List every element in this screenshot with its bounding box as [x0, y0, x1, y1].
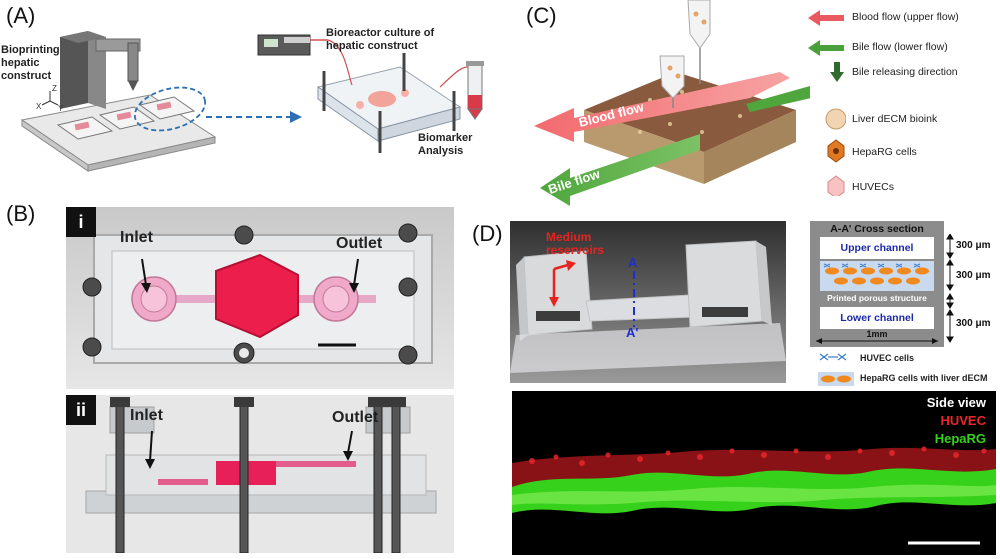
inlet-label-i: Inlet — [120, 229, 153, 246]
selection-ellipse — [133, 86, 207, 132]
biomarker-label: Biomarker Analysis — [418, 132, 473, 157]
screw — [82, 337, 102, 357]
syringe-pump — [257, 34, 328, 56]
legend-huvec-cells: HUVEC cells — [860, 353, 915, 363]
bile-flow-arrow — [540, 134, 700, 206]
legend-blood-flow-label: Blood flow (upper flow) — [852, 11, 959, 23]
bile-flow-arrow-right — [746, 86, 810, 112]
axis-indicator — [41, 91, 59, 106]
screw — [398, 223, 418, 243]
heparg-channel-label: HepaRG — [934, 431, 986, 446]
legend-huvec-icon — [827, 175, 845, 196]
inlet-label-ii: Inlet — [130, 407, 163, 424]
tubing-in — [327, 39, 353, 86]
dimension-lower-label: 300 μm — [956, 318, 991, 329]
subpanel-ii-tag: ii — [66, 395, 96, 425]
bioink-nozzles — [659, 0, 711, 108]
medium-reservoir-label: Medium reservoirs — [546, 230, 605, 257]
outlet-label-ii: Outlet — [332, 409, 379, 426]
axis-z-label: Z — [52, 84, 57, 93]
printer-nozzle — [127, 42, 139, 82]
legend-bile-release-icon — [830, 62, 844, 82]
bioprinting-label: Bioprinting hepatic construct — [1, 44, 60, 82]
device-photo: Medium reservoirs A A' — [510, 221, 786, 383]
bioreactor — [316, 53, 462, 153]
tubing-out — [439, 66, 473, 88]
printed-structure-label: Printed porous structure — [827, 293, 927, 303]
lower-channel-box: Lower channel — [820, 307, 934, 329]
panel-c-letter: (C) — [526, 3, 557, 28]
legend-heparg-label: HepaRG cells — [852, 146, 917, 158]
printed-structure-graphic — [820, 261, 934, 291]
legend-bile-release-label: Bile releasing direction — [852, 66, 958, 78]
axis-x-label: X — [36, 102, 42, 111]
cross-section-title: A-A' Cross section — [830, 223, 924, 235]
section-label-a-prime: A' — [626, 325, 639, 340]
dimension-middle-label: 300 μm — [956, 270, 991, 281]
cross-section-schematic: A-A' Cross section Upper channel Printed… — [810, 221, 944, 347]
collection-tube — [466, 61, 484, 120]
bioprinting-diagram: Z X Y — [20, 31, 484, 172]
dimension-arrows — [946, 234, 954, 343]
upper-channel-box: Upper channel — [820, 237, 934, 259]
side-view-fluorescence: Side view HUVEC HepaRG — [512, 391, 996, 555]
legend-bile-flow-label: Bile flow (lower flow) — [852, 41, 948, 53]
outlet-label-i: Outlet — [336, 235, 383, 252]
legend-bioink-label: Liver dECM bioink — [852, 113, 938, 125]
dimension-upper-label: 300 μm — [956, 240, 991, 251]
side-view-title: Side view — [926, 395, 986, 410]
legend-bioink-icon — [825, 108, 846, 130]
tissue-slab-top — [584, 72, 796, 152]
chip-side-photo: ii Inlet Outlet — [66, 395, 454, 553]
printer-tower — [60, 31, 88, 109]
legend-bile-flow-icon — [808, 40, 844, 56]
huvec-channel-label: HUVEC — [940, 413, 986, 428]
width-dimension-label: 1mm — [866, 329, 888, 339]
bioreactor-label: Bioreactor culture of hepatic construct — [326, 27, 435, 52]
chip-top-photo: i Inlet Outlet — [66, 207, 454, 389]
blood-flow-arrow — [534, 72, 790, 142]
section-label-a: A — [628, 255, 638, 270]
subpanel-i-tag: i — [66, 207, 96, 237]
panel-a-letter: (A) — [6, 3, 36, 28]
panel-d-letter: (D) — [472, 221, 503, 246]
tissue-slab-side — [704, 110, 796, 184]
panel-d-legend-icons — [818, 353, 854, 386]
legend-huvec-label: HUVECs — [852, 181, 895, 193]
legend-heparg-dECM: HepaRG cells with liver dECM — [860, 373, 988, 383]
hepatic-construct — [215, 253, 299, 339]
screw — [398, 277, 418, 297]
screw — [234, 225, 254, 245]
legend-blood-flow-icon — [808, 10, 844, 26]
print-wells — [56, 96, 196, 140]
screw — [398, 345, 418, 365]
panel-b-letter: (B) — [6, 201, 36, 226]
tissue-slab-front — [584, 110, 704, 184]
dual-flow-diagram: Blood flow Bile flow — [534, 0, 810, 206]
screw — [82, 277, 102, 297]
axis-y-label: Y — [58, 104, 64, 113]
